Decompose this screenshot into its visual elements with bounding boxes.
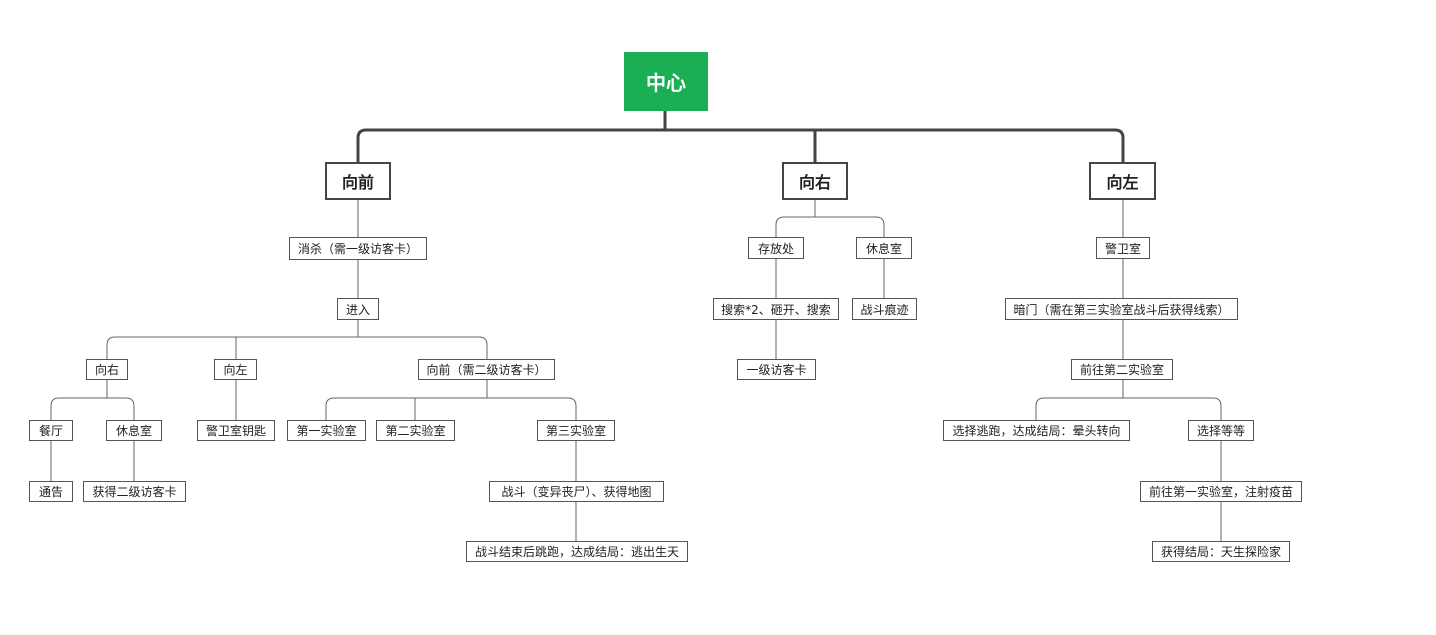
node-storage: 存放处: [748, 237, 804, 259]
node-search: 搜索*2、砸开、搜索: [713, 298, 839, 320]
node-goto-lab2: 前往第二实验室: [1071, 359, 1173, 380]
node-secret-door: 暗门（需在第三实验室战斗后获得线索）: [1005, 298, 1238, 320]
node-card1: 一级访客卡: [737, 359, 816, 380]
root-node: 中心: [624, 52, 708, 111]
node-lab2: 第二实验室: [376, 420, 455, 441]
node-notice: 通告: [29, 481, 73, 502]
node-right-lounge: 休息室: [856, 237, 912, 259]
node-lab3: 第三实验室: [537, 420, 615, 441]
node-guard-key: 警卫室钥匙: [197, 420, 275, 441]
node-dining: 餐厅: [29, 420, 73, 441]
node-goto-lab1: 前往第一实验室，注射疫苗: [1140, 481, 1302, 502]
node-fight: 战斗（变异丧尸）、获得地图: [489, 481, 664, 502]
node-lab1: 第一实验室: [287, 420, 366, 441]
node-forward-lounge: 休息室: [106, 420, 162, 441]
node-kill: 消杀（需一级访客卡）: [289, 237, 427, 260]
node-battle-trace: 战斗痕迹: [852, 298, 917, 320]
node-forward-left: 向左: [214, 359, 257, 380]
node-guard-room: 警卫室: [1096, 237, 1150, 259]
node-forward-forward: 向前（需二级访客卡）: [418, 359, 555, 380]
node-end-escape: 战斗结束后跳跑，达成结局：逃出生天: [466, 541, 688, 562]
branch-left: 向左: [1089, 162, 1156, 200]
node-get-card2: 获得二级访客卡: [83, 481, 186, 502]
node-choose-wait: 选择等等: [1188, 420, 1254, 441]
node-end-explorer: 获得结局：天生探险家: [1152, 541, 1290, 562]
node-choose-escape: 选择逃跑，达成结局：晕头转向: [943, 420, 1130, 441]
branch-right: 向右: [782, 162, 848, 200]
node-enter: 进入: [337, 298, 379, 320]
branch-forward: 向前: [325, 162, 391, 200]
node-forward-right: 向右: [86, 359, 128, 380]
